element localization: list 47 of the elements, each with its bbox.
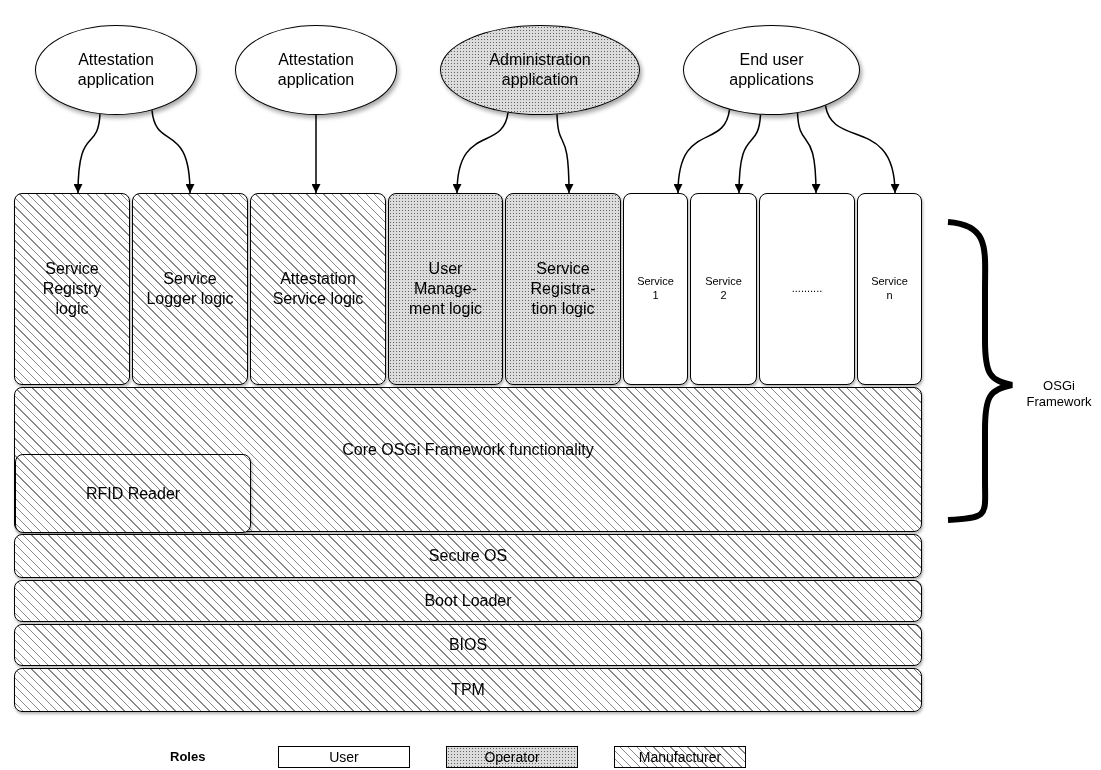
node-label: TPM bbox=[451, 680, 485, 700]
node-label: Attestation application bbox=[276, 50, 356, 90]
arrow bbox=[824, 104, 899, 194]
node-label: Attestation application bbox=[76, 50, 156, 90]
node-label: RFID Reader bbox=[85, 483, 181, 504]
node-label: .......... bbox=[791, 282, 823, 296]
layer-box bbox=[14, 387, 922, 532]
layer-box bbox=[14, 668, 922, 712]
layer-box bbox=[15, 454, 251, 533]
arrow bbox=[453, 111, 509, 194]
layer-box bbox=[505, 193, 621, 385]
node-label: Service Registry logic bbox=[41, 259, 103, 319]
layer-box bbox=[14, 624, 922, 666]
node-label: Service 1 bbox=[636, 275, 675, 303]
arrow bbox=[674, 108, 731, 194]
node-label: User Manage- ment logic bbox=[408, 259, 483, 319]
node-label: Boot Loader bbox=[424, 591, 512, 611]
node-label: Core OSGi Framework functionality bbox=[342, 440, 594, 460]
node-label: Attestation Service logic bbox=[271, 269, 365, 309]
node-label: Service 2 bbox=[704, 275, 743, 303]
layer-box bbox=[623, 193, 688, 385]
legend-swatch: User bbox=[278, 746, 410, 768]
arrow bbox=[151, 109, 195, 194]
layer-box bbox=[132, 193, 248, 385]
legend-swatch: Operator bbox=[446, 746, 578, 768]
layer-box bbox=[759, 193, 855, 385]
layer-box bbox=[690, 193, 757, 385]
layer-box bbox=[14, 534, 922, 578]
arrow bbox=[734, 113, 762, 194]
bracket-label: OSGi Framework bbox=[1025, 378, 1093, 411]
legend-swatch: Manufacturer bbox=[614, 746, 746, 768]
layer-box bbox=[388, 193, 503, 385]
arrow bbox=[556, 113, 574, 194]
layer-box bbox=[14, 193, 130, 385]
layer-box bbox=[250, 193, 386, 385]
node-label: BIOS bbox=[448, 635, 488, 655]
node-label: Service Registra- tion logic bbox=[529, 259, 597, 319]
layer-box bbox=[14, 580, 922, 622]
node-label: Secure OS bbox=[428, 546, 508, 566]
arrow bbox=[311, 114, 321, 194]
node-label: Service n bbox=[870, 275, 909, 303]
arrow bbox=[73, 113, 101, 194]
legend-title: Roles bbox=[170, 748, 206, 766]
node-label: End user applications bbox=[728, 50, 815, 90]
layer-box bbox=[857, 193, 922, 385]
node-label: Administration application bbox=[488, 50, 592, 90]
node-label: Service Logger logic bbox=[145, 269, 235, 309]
